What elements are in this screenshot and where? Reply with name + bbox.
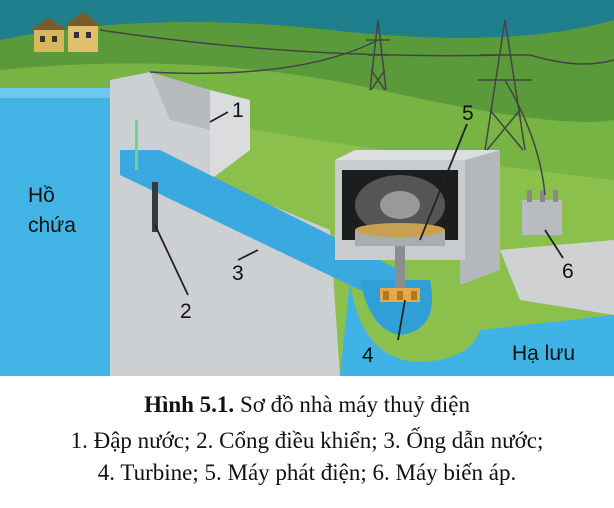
control-gate — [152, 182, 158, 232]
label-5-generator: 5 — [462, 102, 474, 125]
turbine — [380, 288, 420, 302]
label-downstream: Hạ lưu — [512, 342, 575, 365]
transmission-towers — [99, 19, 614, 196]
tailwater — [340, 280, 614, 376]
houses — [30, 12, 102, 52]
hydropower-plant-illustration: 1 2 3 4 5 6 Hồ chứa Hạ lưu — [0, 0, 614, 376]
legend-line-2: 4. Turbine; 5. Máy phát điện; 6. Máy biế… — [97, 460, 517, 485]
figure-title: Sơ đồ nhà máy thuỷ điện — [239, 392, 470, 417]
figure-caption-title: Hình 5.1. Sơ đồ nhà máy thuỷ điện — [0, 390, 614, 420]
label-1-dam: 1 — [232, 99, 244, 122]
legend-line-1: 1. Đập nước; 2. Cổng điều khiển; 3. Ống … — [70, 428, 544, 453]
label-reservoir-1: Hồ — [28, 184, 55, 207]
penstock — [120, 150, 395, 290]
label-3-penstock: 3 — [232, 262, 244, 285]
transformer — [500, 190, 614, 315]
label-4-turbine: 4 — [362, 344, 374, 367]
label-reservoir-2: chứa — [28, 214, 76, 237]
label-6-transformer: 6 — [562, 260, 574, 283]
label-2-gate: 2 — [180, 300, 192, 323]
figure-number: Hình 5.1. — [144, 392, 235, 417]
